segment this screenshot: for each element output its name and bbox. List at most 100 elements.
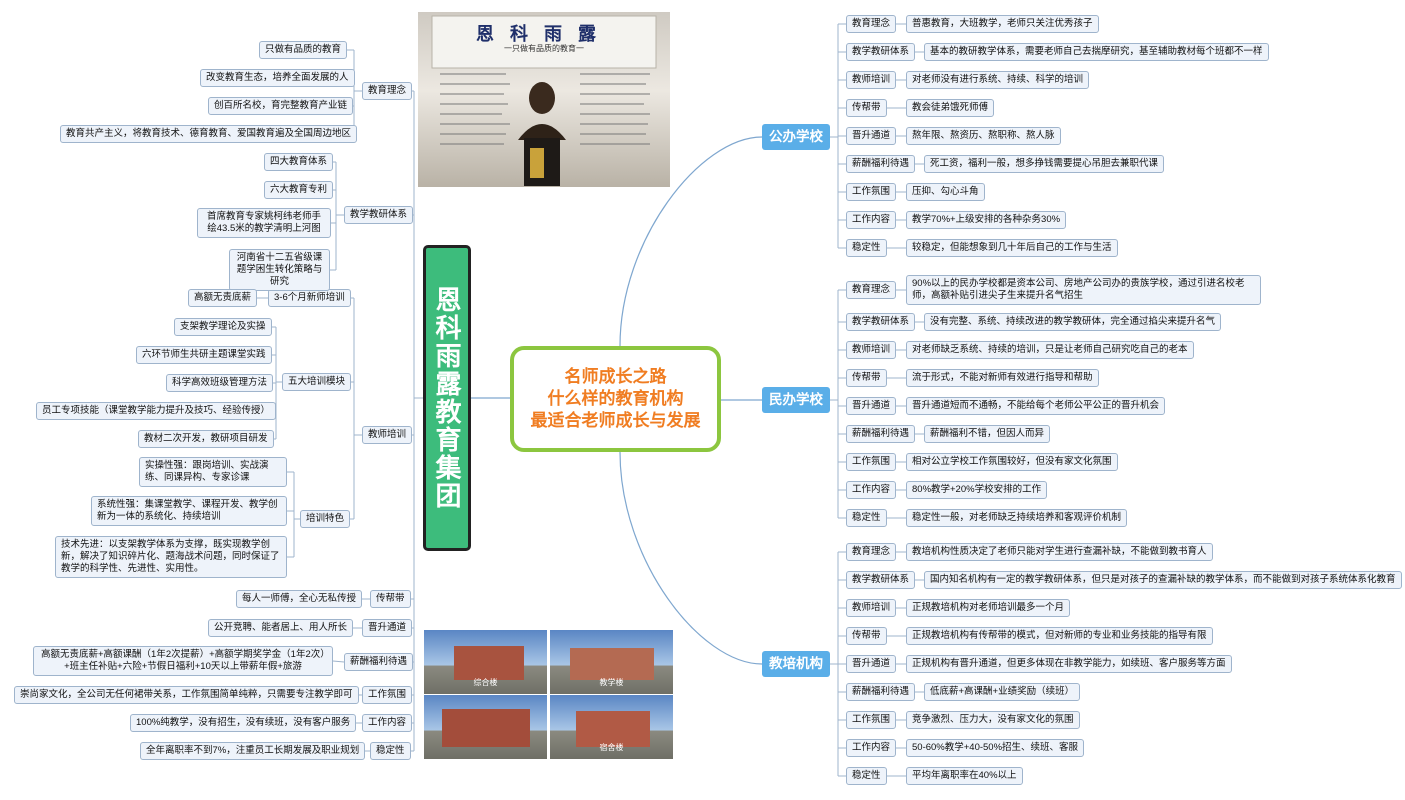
left-leaf: 高额无责底薪+高额课酬（1年2次提薪）+高额学期奖学金（1年2次）+班主任补贴+… xyxy=(33,646,333,676)
right-item-text: 平均年离职率在40%以上 xyxy=(906,767,1023,785)
group-name-text: 恩科雨露教育集团 xyxy=(432,286,462,510)
right-category-label: 教师培训 xyxy=(846,341,897,359)
left-leaf: 四大教育体系 xyxy=(264,153,334,171)
right-category-label: 薪酬福利待遇 xyxy=(846,155,916,173)
right-item-text: 薪酬福利不错，但因人而异 xyxy=(924,425,1051,443)
right-item-text: 教学70%+上级安排的各种杂务30% xyxy=(906,211,1067,229)
right-category-label: 晋升通道 xyxy=(846,397,897,415)
right-item-text: 稳定性一般，对老师缺乏持续培养和客观评价机制 xyxy=(906,509,1128,527)
building-photo-2: 教学楼 xyxy=(550,630,673,694)
connector-line xyxy=(619,451,763,665)
building-caption-4: 宿舍楼 xyxy=(599,743,624,752)
left-leaf: 创百所名校，育完整教育产业链 xyxy=(208,97,354,115)
left-cat-work-content: 工作内容 xyxy=(362,714,413,732)
photo-illustration xyxy=(431,15,657,186)
right-item-text: 没有完整、系统、持续改进的教学教研体，完全通过掐尖来提升名气 xyxy=(924,313,1222,331)
right-item-text: 90%以上的民办学校都是资本公司、房地产公司办的贵族学校，通过引进名校老师，高额… xyxy=(906,275,1261,305)
central-topic-line-2: 什么样的教育机构 xyxy=(547,389,684,408)
left-leaf: 100%纯教学，没有招生，没有续班，没有客户服务 xyxy=(130,714,357,732)
right-category-label: 工作内容 xyxy=(846,739,897,757)
right-category-label: 教师培训 xyxy=(846,71,897,89)
central-topic-line-3: 最适合老师成长与发展 xyxy=(530,411,701,430)
left-leaf: 技术先进：以支架教学体系为支撑，既实现教学创新，解决了知识碎片化、题海战术问题，… xyxy=(55,536,287,578)
right-category-label: 工作氛围 xyxy=(846,183,897,201)
branch-private-school: 民办学校 xyxy=(762,387,830,413)
left-sub-new-teacher-training: 3-6个月新师培训 xyxy=(268,289,351,307)
right-category-label: 晋升通道 xyxy=(846,127,897,145)
right-category-label: 薪酬福利待遇 xyxy=(846,683,916,701)
right-item-text: 死工资，福利一般，想多挣钱需要提心吊胆去兼职代课 xyxy=(924,155,1165,173)
left-leaf: 崇尚家文化，全公司无任何裙带关系，工作氛围简单纯粹，只需要专注教学即可 xyxy=(14,686,359,704)
right-category-label: 传帮带 xyxy=(846,99,887,117)
right-item-text: 低底薪+高课酬+业绩奖励（续班） xyxy=(924,683,1081,701)
left-cat-education-philosophy: 教育理念 xyxy=(362,82,413,100)
right-item-text: 竞争激烈、压力大，没有家文化的氛围 xyxy=(906,711,1080,729)
right-item-text: 国内知名机构有一定的教学教研体系，但只是对孩子的查漏补缺的教学体系，而不能做到对… xyxy=(924,571,1402,589)
left-leaf: 每人一师傅，全心无私传授 xyxy=(236,590,363,608)
building-photo-4: 宿舍楼 xyxy=(550,695,673,759)
building-photo-1: 综合楼 xyxy=(424,630,547,694)
right-category-label: 教学教研体系 xyxy=(846,313,916,331)
right-item-text: 正规机构有晋升通道，但更多体现在非教学能力，如续班、客户服务等方面 xyxy=(906,655,1232,673)
left-cat-compensation: 薪酬福利待遇 xyxy=(344,653,414,671)
right-item-text: 教会徒弟饿死师傅 xyxy=(906,99,995,117)
right-item-text: 压抑、勾心斗角 xyxy=(906,183,985,201)
right-category-label: 薪酬福利待遇 xyxy=(846,425,916,443)
left-leaf: 实操性强：跟岗培训、实战演练、同课异构、专家诊课 xyxy=(139,457,287,487)
left-leaf: 公开竞聘、能者居上、用人所长 xyxy=(208,619,354,637)
branch-public-school: 公办学校 xyxy=(762,124,830,150)
right-item-text: 80%教学+20%学校安排的工作 xyxy=(906,481,1048,499)
left-cat-promotion: 晋升通道 xyxy=(362,619,413,637)
building-photo-3 xyxy=(424,695,547,759)
left-cat-mentoring: 传帮带 xyxy=(370,590,411,608)
left-sub-five-modules: 五大培训模块 xyxy=(282,373,352,391)
right-item-text: 熬年限、熬资历、熬职称、熬人脉 xyxy=(906,127,1061,145)
photo-subtitle: 一只做有品质的教育一 xyxy=(504,44,584,53)
right-item-text: 对老师没有进行系统、持续、科学的培训 xyxy=(906,71,1090,89)
branch-training-institution: 教培机构 xyxy=(762,651,830,677)
right-category-label: 工作内容 xyxy=(846,211,897,229)
left-leaf: 员工专项技能（课堂教学能力提升及技巧、经验传授） xyxy=(36,402,277,420)
building-caption-2: 教学楼 xyxy=(599,678,624,687)
right-category-label: 传帮带 xyxy=(846,369,887,387)
left-leaf: 高额无责底薪 xyxy=(188,289,258,307)
left-leaf: 系统性强：集课堂教学、课程开发、教学创新为一体的系统化、持续培训 xyxy=(91,496,287,526)
right-item-text: 流于形式，不能对新师有效进行指导和帮助 xyxy=(906,369,1099,387)
left-leaf: 教育共产主义，将教育技术、德育教育、爱国教育遍及全国周边地区 xyxy=(60,125,358,143)
right-item-text: 晋升通道短而不通畅，不能给每个老师公平公正的晋升机会 xyxy=(906,397,1166,415)
left-leaf: 全年离职率不到7%，注重员工长期发展及职业规划 xyxy=(140,742,366,760)
central-topic: 名师成长之路 什么样的教育机构 最适合老师成长与发展 xyxy=(510,346,721,452)
right-category-label: 晋升通道 xyxy=(846,655,897,673)
right-category-label: 教学教研体系 xyxy=(846,43,916,61)
left-cat-teacher-training: 教师培训 xyxy=(362,426,413,444)
right-item-text: 正规教培机构对老师培训最多一个月 xyxy=(906,599,1071,617)
left-leaf: 六环节师生共研主题课堂实践 xyxy=(136,346,272,364)
right-category-label: 工作氛围 xyxy=(846,453,897,471)
right-category-label: 教育理念 xyxy=(846,15,897,33)
left-leaf: 首席教育专家姚柯纬老师手绘43.5米的教学清明上河图 xyxy=(197,208,331,238)
right-item-text: 普惠教育，大班教学，老师只关注优秀孩子 xyxy=(906,15,1099,33)
right-category-label: 教师培训 xyxy=(846,599,897,617)
left-leaf: 六大教育专利 xyxy=(264,181,334,199)
right-item-text: 教培机构性质决定了老师只能对学生进行查漏补缺，不能做到教书育人 xyxy=(906,543,1213,561)
right-category-label: 稳定性 xyxy=(846,509,887,527)
group-name-banner: 恩科雨露教育集团 xyxy=(423,245,471,551)
right-category-label: 传帮带 xyxy=(846,627,887,645)
left-cat-teaching-research: 教学教研体系 xyxy=(344,206,414,224)
right-category-label: 工作内容 xyxy=(846,481,897,499)
right-category-label: 工作氛围 xyxy=(846,711,897,729)
left-leaf: 只做有品质的教育 xyxy=(259,41,348,59)
right-item-text: 对老师缺乏系统、持续的培训，只是让老师自己研究吃自己的老本 xyxy=(906,341,1194,359)
right-category-label: 教学教研体系 xyxy=(846,571,916,589)
right-item-text: 50-60%教学+40-50%招生、续班、客服 xyxy=(906,739,1085,757)
photo-title: 恩科雨露 xyxy=(476,24,612,45)
right-category-label: 教育理念 xyxy=(846,543,897,561)
building-caption-1: 综合楼 xyxy=(473,678,498,687)
right-item-text: 相对公立学校工作氛围较好，但没有家文化氛围 xyxy=(906,453,1118,471)
right-category-label: 稳定性 xyxy=(846,767,887,785)
right-category-label: 稳定性 xyxy=(846,239,887,257)
right-item-text: 较稳定，但能想象到几十年后自己的工作与生活 xyxy=(906,239,1118,257)
left-leaf: 教材二次开发，教研项目研发 xyxy=(138,430,274,448)
right-item-text: 正规教培机构有传帮带的模式，但对新师的专业和业务技能的指导有限 xyxy=(906,627,1213,645)
